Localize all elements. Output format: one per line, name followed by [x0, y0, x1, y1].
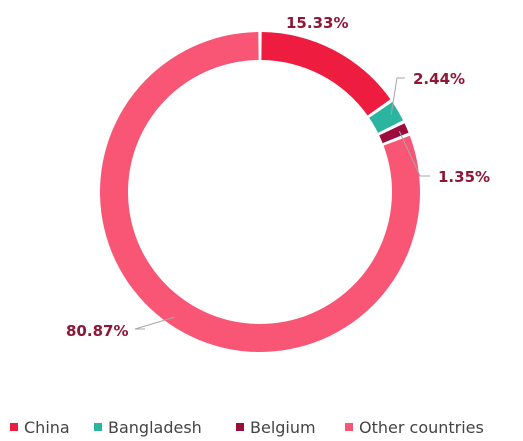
- legend-label-other-countries: Other countries: [359, 418, 484, 437]
- donut-slices: [100, 32, 421, 353]
- leader-line-other-countries: [134, 316, 175, 330]
- data-label-other-countries: 80.87%: [66, 322, 128, 340]
- legend-label-belgium: Belgium: [250, 418, 316, 437]
- legend-label-china: China: [24, 418, 70, 437]
- legend-swatch-bangladesh: [94, 423, 102, 431]
- data-label-bangladesh: 2.44%: [413, 70, 465, 88]
- legend-swatch-belgium: [236, 423, 244, 431]
- slice-china: [261, 32, 391, 116]
- slice-belgium: [379, 123, 409, 144]
- legend-swatch-china: [10, 423, 18, 431]
- legend-label-bangladesh: Bangladesh: [108, 418, 202, 437]
- leader-line-bangladesh: [390, 77, 405, 116]
- data-label-china: 15.33%: [286, 14, 348, 32]
- legend: China Bangladesh Belgium Other countries: [10, 418, 484, 437]
- leader-line-belgium: [398, 130, 430, 177]
- data-label-belgium: 1.35%: [438, 168, 490, 186]
- slice-bangladesh: [369, 102, 404, 133]
- label-leader-lines: [134, 77, 430, 330]
- legend-swatch-other-countries: [345, 423, 353, 431]
